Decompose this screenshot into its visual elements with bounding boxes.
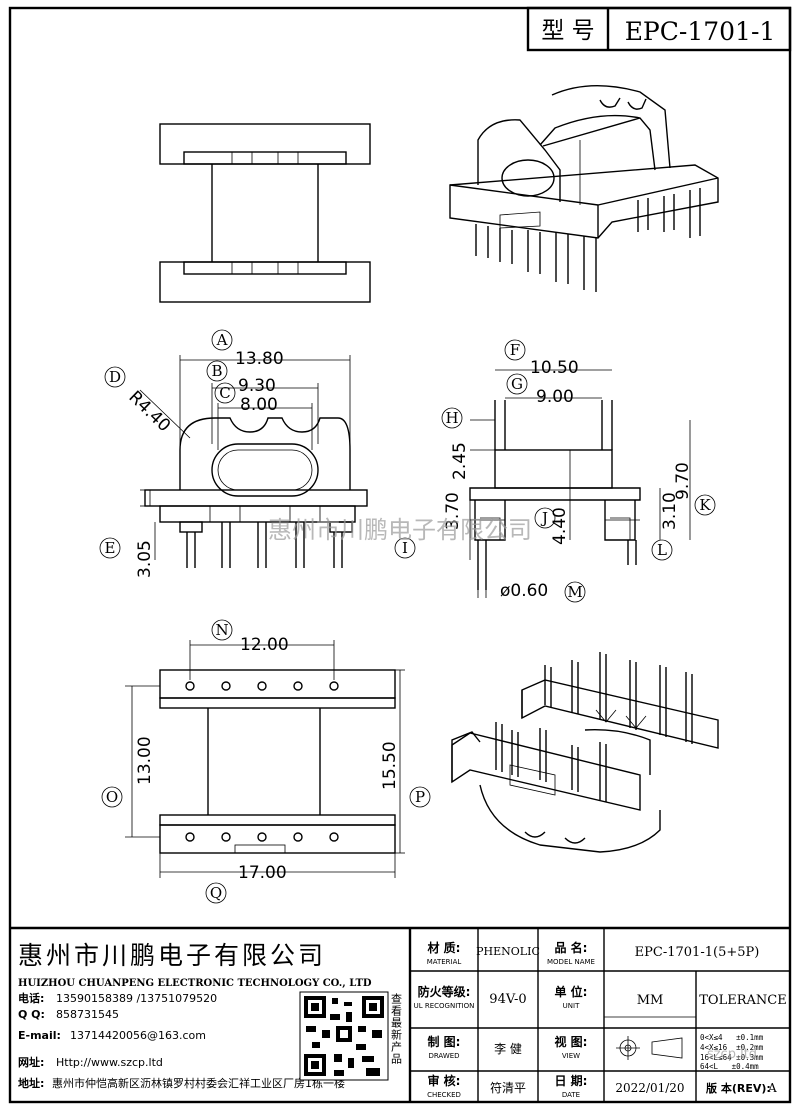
svg-text:P: P: [415, 788, 425, 806]
watermark-text: 惠州市川鹏电子有限公司: [268, 516, 532, 544]
dim-l: 3.10: [660, 492, 680, 530]
model-value: EPC-1701-1: [625, 17, 776, 46]
dim-n: 12.00: [240, 635, 289, 655]
unit-label: 单 位:: [555, 984, 588, 999]
dim-q: 17.00: [238, 863, 287, 883]
site-label: 网址:: [18, 1055, 44, 1069]
dim-k: 9.70: [673, 462, 693, 500]
dim-a: 13.80: [235, 349, 284, 369]
tol-row-1: 0<X≤4 ±0.1mm: [700, 1033, 764, 1042]
tol-row-2: 4<X≤16 ±0.2mm: [700, 1043, 764, 1052]
rev-value: A: [767, 1081, 777, 1095]
material-sub: MATERIAL: [427, 958, 462, 966]
material-label: 材 质:: [427, 940, 461, 955]
phone-value: 13590158389 /13751079520: [56, 992, 217, 1005]
isometric-view-top: [449, 85, 719, 292]
unit-value: MM: [637, 993, 664, 1008]
view-sub: VIEW: [562, 1052, 580, 1060]
email-label: E-mail:: [18, 1029, 61, 1042]
corner-watermark: szcp.ltd: [707, 1047, 757, 1062]
svg-text:I: I: [402, 539, 408, 557]
view-label: 视 图:: [555, 1034, 588, 1049]
front-view: [139, 355, 368, 568]
top-view: [159, 123, 371, 303]
check-label: 审 核:: [428, 1073, 461, 1088]
check-sub: CHECKED: [427, 1091, 461, 1099]
svg-text:Q: Q: [210, 884, 222, 902]
dim-e: 3.05: [135, 540, 155, 578]
svg-text:M: M: [567, 583, 582, 601]
part-label: 品 名:: [555, 940, 588, 955]
svg-text:L: L: [657, 541, 667, 559]
check-value: 符清平: [490, 1080, 526, 1095]
isometric-view-bottom: [451, 652, 719, 853]
dim-f: 10.50: [530, 358, 579, 378]
date-value: 2022/01/20: [615, 1081, 684, 1095]
drawn-sub: DRAWED: [428, 1052, 459, 1060]
projection-symbol-icon: [616, 1036, 683, 1060]
svg-text:G: G: [511, 375, 523, 393]
dim-c: 8.00: [240, 395, 278, 415]
address-value: 惠州市仲恺高新区沥林镇罗村村委会汇祥工业区厂房1栋一楼: [52, 1076, 345, 1090]
dim-p: 15.50: [380, 741, 400, 790]
dim-d: R4.40: [125, 387, 175, 436]
dim-j: 4.40: [550, 507, 570, 545]
tol-row-4: 64<L ±0.4mm: [700, 1062, 759, 1071]
svg-text:B: B: [211, 362, 222, 380]
email-value: 13714420056@163.com: [70, 1029, 206, 1042]
tol-row-3: 16<L≤64 ±0.3mm: [700, 1053, 764, 1062]
dim-i: 3.70: [443, 492, 463, 530]
qq-label: Q Q:: [18, 1008, 45, 1021]
material-value: PHENOLIC: [476, 945, 540, 958]
model-header: 型 号 EPC-1701-1: [526, 6, 792, 52]
ul-value: 94V-0: [489, 992, 526, 1007]
dimension-letters: A B C D E F G H I J K L M N O P Q: [99, 329, 716, 904]
svg-text:E: E: [105, 539, 116, 557]
date-sub: DATE: [562, 1091, 580, 1099]
svg-text:C: C: [219, 384, 230, 402]
dim-m: ø0.60: [500, 581, 548, 601]
svg-text:N: N: [215, 621, 228, 639]
dim-b: 9.30: [238, 376, 276, 396]
date-label: 日 期:: [555, 1073, 588, 1088]
title-block: 惠州市川鹏电子有限公司 HUIZHOU CHUANPENG ELECTRONIC…: [10, 926, 790, 1102]
dim-h: 2.45: [450, 442, 470, 480]
dim-g: 9.00: [536, 387, 574, 407]
company-name-cn: 惠州市川鹏电子有限公司: [18, 941, 326, 970]
svg-text:J: J: [540, 509, 548, 527]
phone-label: 电话:: [18, 991, 44, 1005]
svg-text:A: A: [216, 331, 228, 349]
address-label: 地址:: [18, 1076, 44, 1090]
drawn-label: 制 图:: [428, 1034, 461, 1049]
rev-label: 版 本(REV):: [706, 1081, 771, 1095]
svg-text:H: H: [445, 409, 458, 427]
unit-sub: UNIT: [563, 1002, 580, 1010]
qr-code: [299, 991, 389, 1081]
model-label: 型 号: [541, 18, 594, 44]
drawing-frame: [8, 6, 792, 1104]
bottom-view: [125, 640, 405, 878]
part-value: EPC-1701-1(5+5P): [635, 945, 760, 960]
ul-label: 防火等级:: [418, 984, 471, 999]
side-view: [469, 369, 691, 598]
svg-text:O: O: [106, 788, 118, 806]
tolerance-label: TOLERANCE: [699, 993, 786, 1008]
dim-o: 13.00: [135, 736, 155, 785]
qq-value: 858731545: [56, 1008, 119, 1021]
part-sub: MODEL NAME: [547, 958, 595, 966]
site-value: Http://www.szcp.ltd: [56, 1056, 163, 1069]
svg-text:K: K: [699, 496, 711, 514]
svg-text:D: D: [109, 368, 121, 386]
svg-text:F: F: [510, 341, 520, 359]
qr-caption: 查看最新产品: [390, 992, 403, 1065]
company-name-en: HUIZHOU CHUANPENG ELECTRONIC TECHNOLOGY …: [18, 978, 372, 989]
drawn-value: 李 健: [494, 1041, 522, 1056]
ul-sub: UL RECOGNITION: [414, 1002, 475, 1010]
